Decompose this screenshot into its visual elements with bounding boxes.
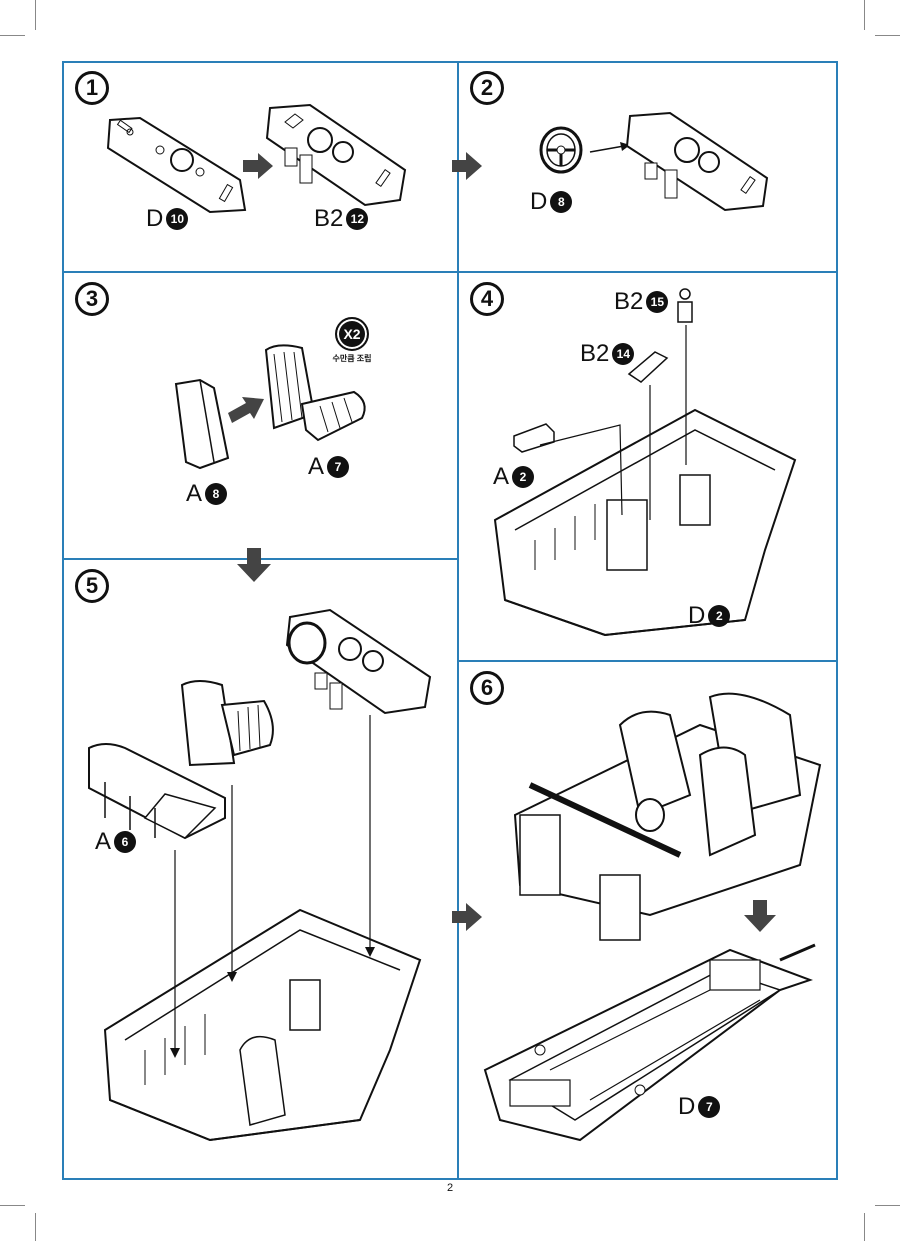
crop-mark xyxy=(864,0,865,30)
part-prefix: D xyxy=(678,1093,696,1120)
console-part-illustration xyxy=(627,351,669,383)
part-label: B2 15 xyxy=(614,288,669,316)
part-number-badge: 10 xyxy=(166,208,189,230)
part-prefix: B2 xyxy=(314,205,344,232)
chassis-frame-illustration xyxy=(483,943,816,1142)
dashboard-assembled-illustration xyxy=(625,111,769,212)
step-number-1: 1 xyxy=(70,66,114,110)
arrow-right-icon xyxy=(452,903,482,931)
part-number-badge: 12 xyxy=(346,208,369,230)
part-label: A 7 xyxy=(308,453,350,481)
dashboard-assembled-illustration xyxy=(265,103,407,207)
crop-mark xyxy=(0,35,25,36)
part-number-badge: 15 xyxy=(646,291,669,313)
part-number-badge: 8 xyxy=(550,191,573,213)
part-number-badge: 7 xyxy=(327,456,350,478)
dashboard-part-illustration xyxy=(106,116,247,214)
repeat-note-text: 수만큼 조립 xyxy=(332,354,372,363)
crop-mark xyxy=(875,1205,900,1206)
part-number-badge: 8 xyxy=(205,483,228,505)
tub-body-illustration xyxy=(103,908,422,1142)
crop-mark xyxy=(0,1205,25,1206)
seat-illustration xyxy=(180,680,274,767)
part-number-badge: 6 xyxy=(114,831,137,853)
part-prefix: A xyxy=(493,463,510,490)
part-prefix: A xyxy=(95,828,112,855)
seat-illustration xyxy=(264,344,366,442)
repeat-note: X2 수만큼 조립 xyxy=(322,317,382,364)
part-number-badge: 7 xyxy=(698,1096,721,1118)
crop-mark xyxy=(875,35,900,36)
part-prefix: D xyxy=(688,602,706,629)
body-assembly-illustration xyxy=(513,692,822,941)
arrow-down-icon xyxy=(744,900,776,932)
crop-mark xyxy=(35,0,36,30)
rear-seat-illustration xyxy=(88,743,226,840)
step-number-6: 6 xyxy=(465,666,509,710)
gear-lever-part-illustration xyxy=(677,288,693,323)
tub-body-illustration xyxy=(493,408,797,637)
part-label: D 10 xyxy=(146,205,189,233)
crop-mark xyxy=(35,1213,36,1241)
guide-lines xyxy=(170,715,375,1058)
part-prefix: A xyxy=(186,480,203,507)
page-number: 2 xyxy=(446,1182,454,1194)
step-number-4: 4 xyxy=(465,277,509,321)
step-number-3: 3 xyxy=(70,277,114,321)
arrow-down-icon xyxy=(237,548,271,582)
part-label: B2 14 xyxy=(580,340,635,368)
part-prefix: B2 xyxy=(614,288,644,315)
part-number-badge: 2 xyxy=(512,466,535,488)
step-number-2: 2 xyxy=(465,66,509,110)
part-label: D 2 xyxy=(688,602,731,630)
arrow-right-icon xyxy=(452,152,482,180)
arrow-right-icon xyxy=(243,153,273,179)
guide-lines xyxy=(539,325,687,520)
part-prefix: A xyxy=(308,453,325,480)
step-number-5: 5 xyxy=(70,564,114,608)
seat-back-part-illustration xyxy=(174,378,230,470)
part-prefix: D xyxy=(530,188,548,215)
part-label: B2 12 xyxy=(314,205,369,233)
part-number-badge: 2 xyxy=(708,605,731,627)
part-label: D 7 xyxy=(678,1093,721,1121)
part-prefix: B2 xyxy=(580,340,610,367)
part-label: A 6 xyxy=(95,828,137,856)
part-label: A 8 xyxy=(186,480,228,508)
arrow-icon xyxy=(589,142,630,153)
arrow-right-icon xyxy=(228,397,264,423)
part-label: A 2 xyxy=(493,463,535,491)
part-number-badge: 14 xyxy=(612,343,635,365)
steering-wheel-illustration xyxy=(539,126,583,174)
crop-mark xyxy=(864,1213,865,1241)
part-prefix: D xyxy=(146,205,164,232)
repeat-count-badge: X2 xyxy=(335,317,369,351)
dashboard-assembled-illustration xyxy=(285,608,432,715)
part-label: D 8 xyxy=(530,188,573,216)
